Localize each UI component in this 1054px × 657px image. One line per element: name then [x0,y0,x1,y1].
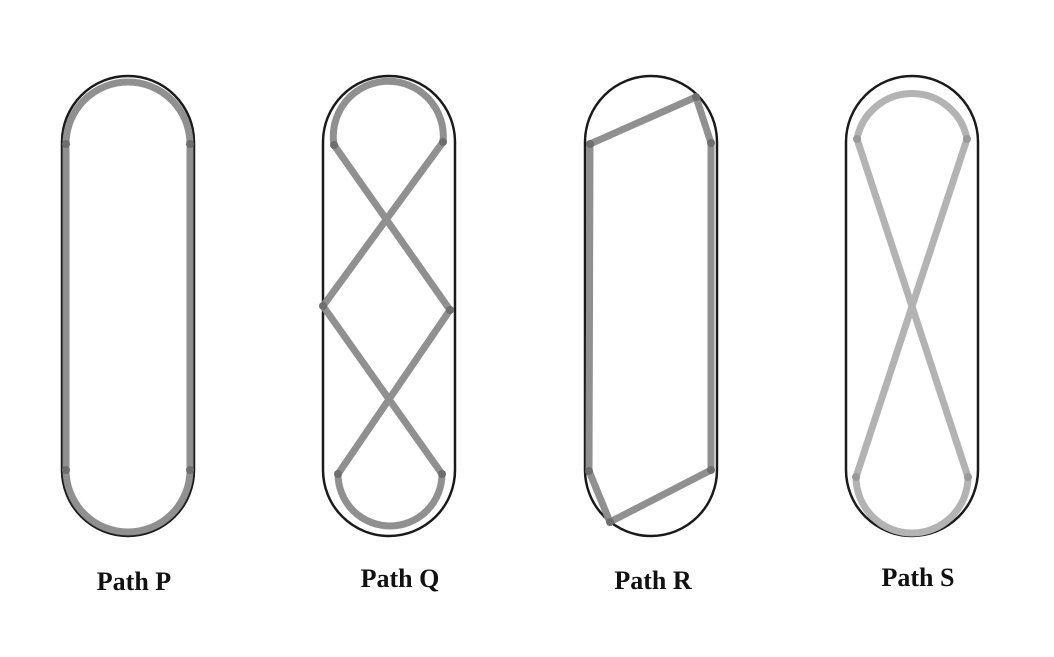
path-q-label: Path Q [360,564,440,593]
node [438,470,446,478]
node [963,135,971,143]
node [319,302,327,310]
node [707,139,715,147]
path-q-route [319,77,454,530]
panel-path-p [60,74,196,538]
path-r-label: Path R [614,566,692,595]
node [186,466,194,474]
node [692,93,700,101]
node [852,473,860,481]
track-outline [60,74,196,538]
panel-path-q [319,74,457,538]
path-s-route [852,90,972,537]
node [964,473,972,481]
node [62,140,70,148]
node [439,138,447,146]
panel-path-s [844,74,980,538]
path-r-route [585,93,715,526]
node [62,466,70,474]
track-outline [583,74,719,538]
node [707,466,715,474]
node [585,467,593,475]
path-p-label: Path P [96,567,172,596]
path-s-label: Path S [881,563,955,592]
node [330,141,338,149]
node [446,306,454,314]
panel-path-r [583,74,719,538]
path-p-route [62,78,194,536]
track-outline [844,74,980,538]
track-outline [321,74,457,538]
node [853,135,861,143]
node [186,140,194,148]
node [586,140,594,148]
node [334,470,342,478]
node [606,518,614,526]
